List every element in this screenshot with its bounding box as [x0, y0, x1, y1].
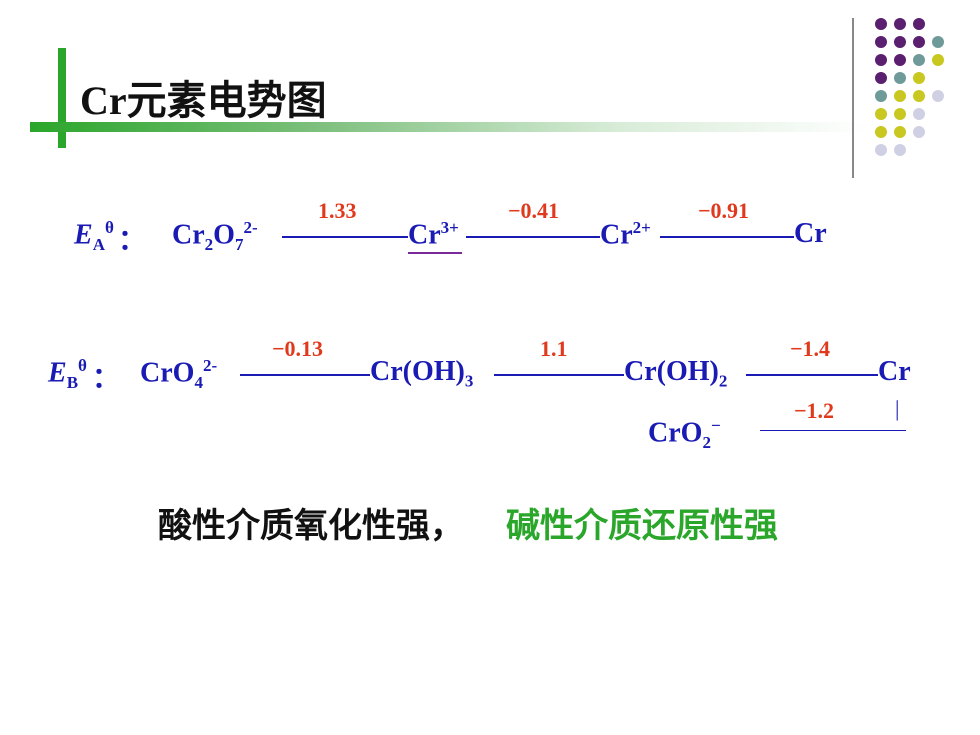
acid-cr3-underline — [408, 252, 462, 254]
decor-dot — [894, 144, 906, 156]
base-potential-4: −1.2 — [794, 398, 835, 423]
decor-dot — [932, 54, 944, 66]
base-species-croh2: Cr(OH)2 — [624, 356, 728, 391]
decor-dot — [913, 126, 925, 138]
decor-dot — [875, 126, 887, 138]
acid-label-colon: ： — [118, 225, 147, 256]
decor-dot — [875, 18, 887, 30]
decor-dot — [913, 36, 925, 48]
page-title: Cr元素电势图 — [80, 78, 327, 123]
conclusion-acid: 酸性介质氧化性强， — [158, 506, 464, 546]
decor-dot — [913, 18, 925, 30]
decor-dot — [913, 90, 925, 102]
base-branch-bar: | — [895, 396, 900, 421]
decor-dot — [932, 90, 944, 102]
decor-dot — [894, 54, 906, 66]
base-potential-2: 1.1 — [540, 336, 568, 361]
decor-dot — [875, 36, 887, 48]
decor-dot — [913, 72, 925, 84]
conclusion-base: 碱性介质还原性强 — [506, 506, 778, 546]
base-line-4 — [760, 430, 906, 431]
acid-species-cr2: Cr2+ — [600, 218, 651, 251]
base-line-1 — [240, 374, 370, 376]
base-line-2 — [494, 374, 624, 376]
base-label-colon: ： — [92, 363, 121, 394]
base-species-croh3: Cr(OH)3 — [370, 356, 474, 391]
title-underline-gradient — [30, 122, 870, 132]
decor-dot — [875, 108, 887, 120]
acid-species-dichromate: Cr2O72- — [172, 218, 258, 254]
decor-dot — [894, 72, 906, 84]
base-line-3 — [746, 374, 878, 376]
base-potential-label: EBθ — [48, 356, 87, 392]
base-species-cr: Cr — [878, 356, 911, 387]
base-potential-1: −0.13 — [272, 336, 324, 361]
decor-dot — [875, 72, 887, 84]
decor-dot — [913, 54, 925, 66]
decor-dot — [894, 90, 906, 102]
acid-potential-2: −0.41 — [508, 198, 560, 223]
decor-dot — [875, 90, 887, 102]
decor-dot — [894, 36, 906, 48]
acid-potential-label: EAθ — [74, 218, 114, 254]
base-species-chromate: CrO42- — [140, 356, 218, 392]
acid-line-1 — [282, 236, 408, 238]
acid-species-cr: Cr — [794, 218, 827, 249]
acid-potential-3: −0.91 — [698, 198, 750, 223]
corner-divider-line — [852, 18, 854, 178]
base-species-cro2: CrO2− — [648, 416, 721, 452]
decor-dot — [913, 108, 925, 120]
base-potential-3: −1.4 — [790, 336, 831, 361]
acid-species-cr3: Cr3+ — [408, 218, 459, 251]
acid-line-2 — [466, 236, 600, 238]
decor-dot — [894, 126, 906, 138]
decor-dot — [875, 144, 887, 156]
acid-potential-1: 1.33 — [318, 198, 357, 223]
decor-dot — [894, 108, 906, 120]
title-accent-vertical-bar — [58, 48, 66, 148]
decor-dot — [894, 18, 906, 30]
acid-line-3 — [660, 236, 794, 238]
decor-dot — [932, 36, 944, 48]
decor-dot — [875, 54, 887, 66]
